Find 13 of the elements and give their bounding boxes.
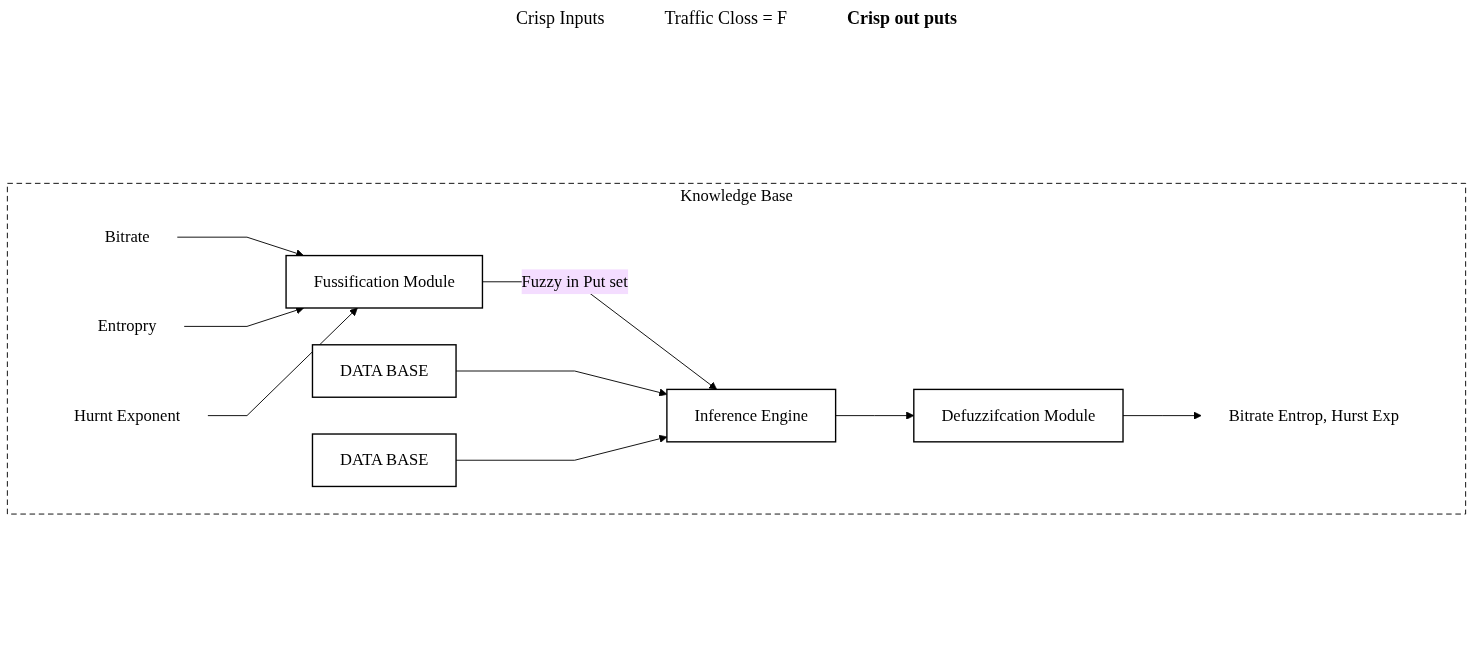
node-box: DATA BASE [311, 433, 457, 487]
node-box: DATA BASE [311, 343, 457, 398]
node-box: Fussification Module [285, 254, 484, 309]
note-label: Crisp Inputs [515, 8, 605, 29]
node-text: Hurnt Exponent [74, 405, 181, 425]
edge-label: Fuzzy in Put set [521, 271, 628, 291]
node-text: Bitrate [104, 227, 150, 246]
node-box: Defuzzifcation Module [913, 388, 1124, 443]
node-text: Bitrate Entrop, Hurst Exp [1228, 405, 1399, 425]
note-label: Traffic Closs = F [664, 8, 788, 29]
node-text: Entropry [97, 316, 157, 335]
note-label: Crisp out puts [847, 8, 958, 29]
node-box: Inference Engine [666, 388, 837, 443]
